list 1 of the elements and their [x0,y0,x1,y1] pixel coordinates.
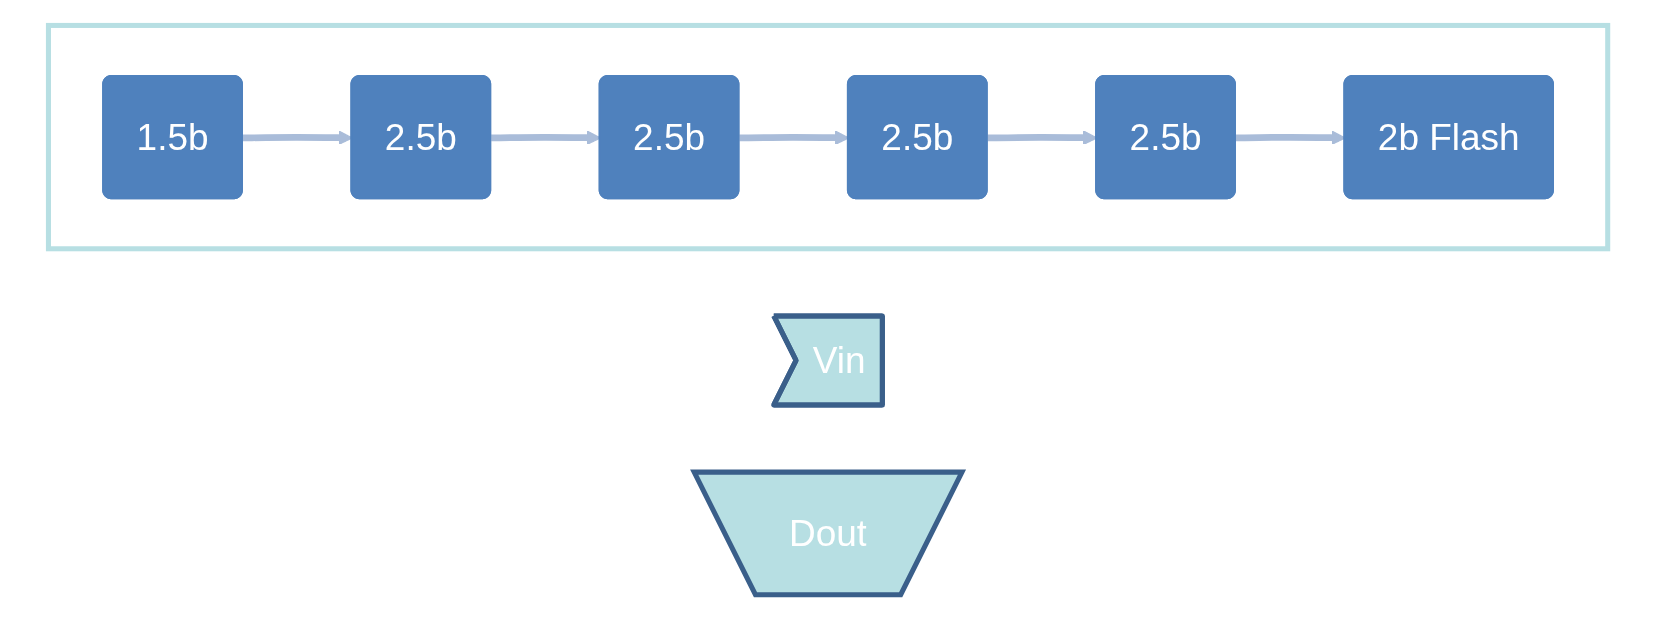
cluster [46,23,1611,252]
